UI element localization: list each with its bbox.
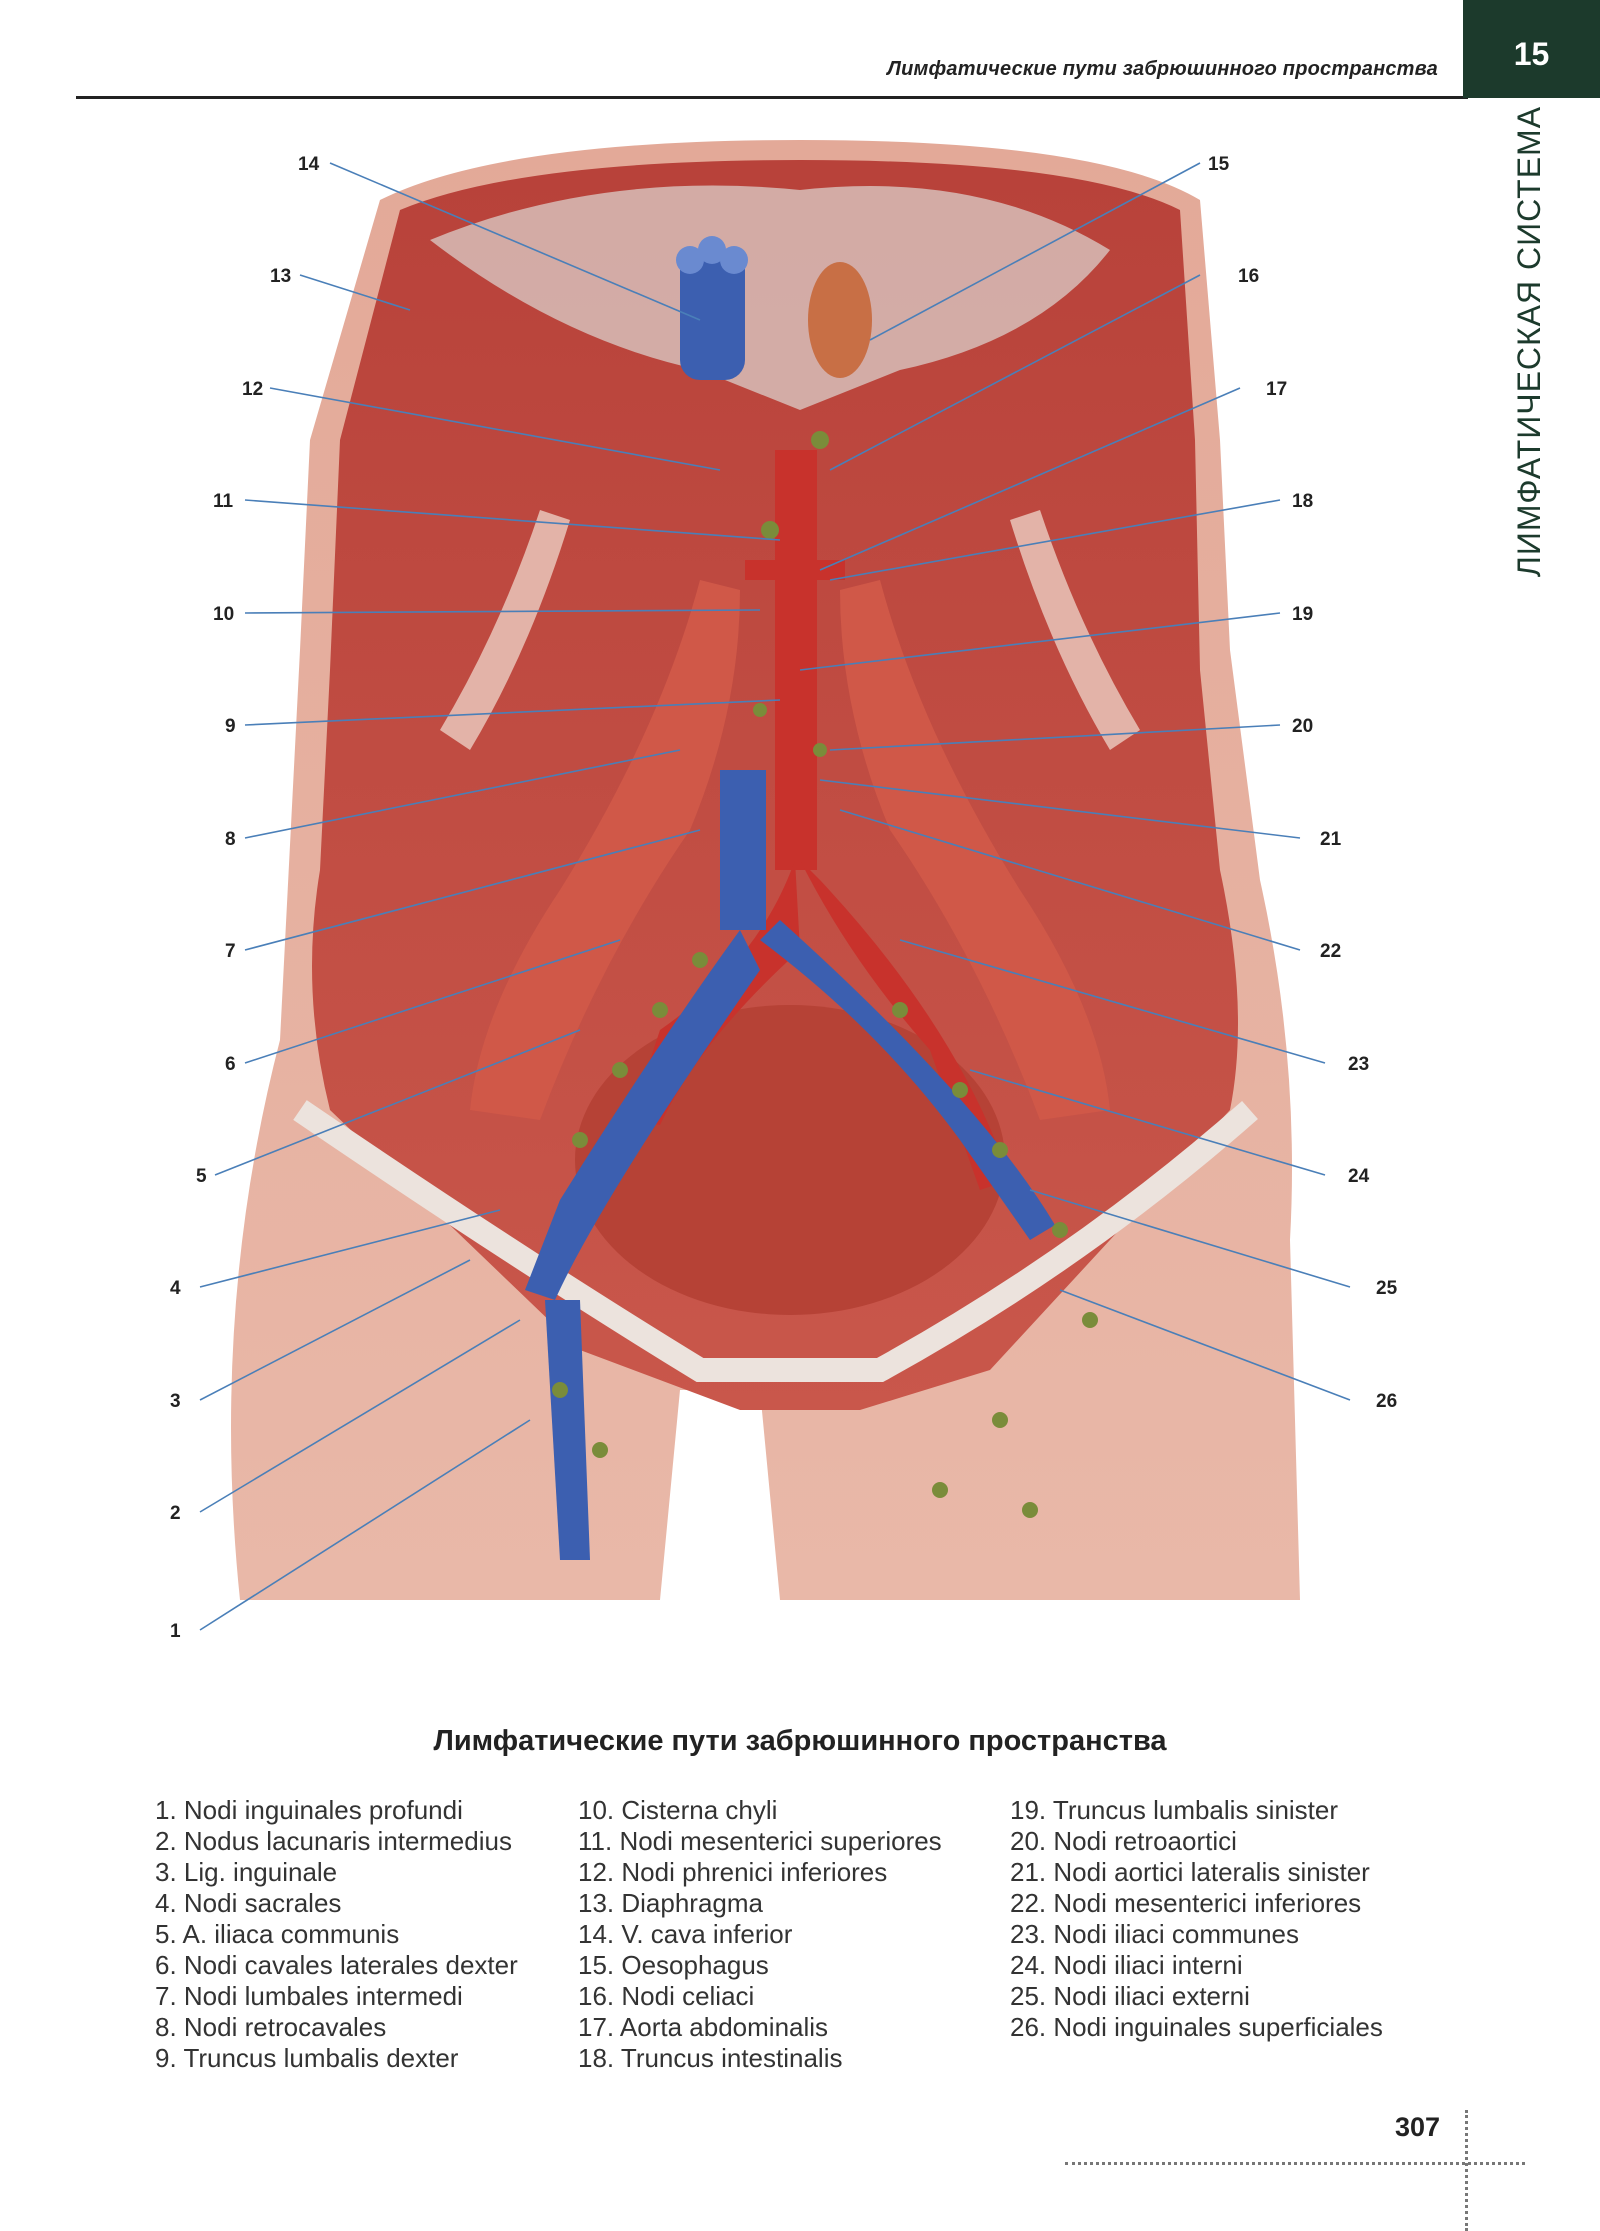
callout-2: 2 <box>170 1503 181 1524</box>
callout-18: 18 <box>1292 491 1313 512</box>
legend-item: 11. Nodi mesenterici superiores <box>578 1826 942 1856</box>
callout-3: 3 <box>170 1391 181 1412</box>
legend-item: 24. Nodi iliaci interni <box>1010 1950 1243 1980</box>
callout-20: 20 <box>1292 716 1313 737</box>
callout-15: 15 <box>1208 154 1230 175</box>
header-rule <box>76 96 1468 99</box>
callout-14: 14 <box>298 154 320 175</box>
callout-16: 16 <box>1238 266 1259 287</box>
legend-item: 3. Lig. inguinale <box>155 1857 338 1887</box>
callout-8: 8 <box>225 829 236 850</box>
legend-item: 13. Diaphragma <box>578 1888 763 1918</box>
callout-13: 13 <box>270 266 291 287</box>
esophagus-opening <box>808 262 872 378</box>
callout-12: 12 <box>242 379 263 400</box>
legend-item: 5. A. iliaca communis <box>155 1919 400 1949</box>
legend-item: 12. Nodi phrenici inferiores <box>578 1857 888 1887</box>
legend-item: 8. Nodi retrocavales <box>155 2012 387 2042</box>
legend-item: 26. Nodi inguinales superficiales <box>1010 2012 1383 2042</box>
legend-item: 7. Nodi lumbales intermedi <box>155 1981 463 2011</box>
legend-item: 14. V. cava inferior <box>578 1919 793 1949</box>
legend-column-1: 1. Nodi inguinales profundi 2. Nodus lac… <box>155 1795 518 2074</box>
callout-5: 5 <box>196 1166 207 1187</box>
inferior-vena-cava <box>525 770 1055 1560</box>
chapter-tab: 15 <box>1463 0 1600 98</box>
legend-item: 21. Nodi aortici lateralis sinister <box>1010 1857 1370 1887</box>
diaphragm-tendon <box>430 185 1110 410</box>
legend-item: 22. Nodi mesenterici inferiores <box>1010 1888 1362 1918</box>
vena-cava-opening <box>676 236 748 380</box>
psoas-muscles <box>440 510 1140 1120</box>
legend-item: 16. Nodi celiaci <box>578 1981 755 2011</box>
legend-item: 17. Aorta abdominalis <box>578 2012 829 2042</box>
callout-23: 23 <box>1348 1054 1369 1075</box>
page-dotted-rule-horizontal <box>1065 2162 1525 2165</box>
page-number: 307 <box>1395 2112 1441 2142</box>
legend-item: 19. Truncus lumbalis sinister <box>1010 1795 1339 1825</box>
legend-item: 9. Truncus lumbalis dexter <box>155 2043 459 2073</box>
anatomical-illustration: 1 2 3 4 5 6 7 8 9 10 11 12 13 14 15 16 1… <box>170 140 1398 1642</box>
callout-19: 19 <box>1292 604 1313 625</box>
callout-17: 17 <box>1266 379 1287 400</box>
inguinal-ligament-band <box>293 1100 1258 1382</box>
callout-7: 7 <box>225 941 236 962</box>
callout-26: 26 <box>1376 1391 1397 1412</box>
legend-item: 10. Cisterna chyli <box>578 1795 778 1825</box>
legend-column-2: 10. Cisterna chyli 11. Nodi mesenterici … <box>578 1795 942 2074</box>
leader-lines <box>199 162 1351 1631</box>
callout-numbers: 1 2 3 4 5 6 7 8 9 10 11 12 13 14 15 16 1… <box>170 154 1398 1642</box>
running-header-title: Лимфатические пути забрюшинного простран… <box>887 58 1438 80</box>
legend-item: 18. Truncus intestinalis <box>578 2043 843 2073</box>
callout-9: 9 <box>225 716 236 737</box>
legend-item: 23. Nodi iliaci communes <box>1010 1919 1300 1949</box>
callout-1: 1 <box>170 1621 181 1642</box>
callout-6: 6 <box>225 1054 236 1075</box>
legend-item: 1. Nodi inguinales profundi <box>155 1795 463 1825</box>
callout-22: 22 <box>1320 941 1341 962</box>
legend-item: 6. Nodi cavales laterales dexter <box>155 1950 518 1980</box>
legend-item: 4. Nodi sacrales <box>155 1888 342 1918</box>
legend-item: 15. Oesophagus <box>578 1950 769 1980</box>
legend-item: 2. Nodus lacunaris intermedius <box>155 1826 512 1856</box>
callout-11: 11 <box>213 491 234 512</box>
callout-25: 25 <box>1376 1278 1398 1299</box>
lymph-node-chains <box>552 431 1098 1518</box>
legend-column-3: 19. Truncus lumbalis sinister 20. Nodi r… <box>1010 1795 1383 2043</box>
callout-21: 21 <box>1320 829 1342 850</box>
callout-4: 4 <box>170 1278 181 1299</box>
legend-item: 20. Nodi retroaortici <box>1010 1826 1237 1856</box>
figure-caption: Лимфатические пути забрюшинного простран… <box>433 1725 1167 1757</box>
callout-24: 24 <box>1348 1166 1370 1187</box>
page-dotted-rule-vertical <box>1465 2110 1468 2231</box>
callout-10: 10 <box>213 604 234 625</box>
legend-item: 25. Nodi iliaci externi <box>1010 1981 1250 2011</box>
